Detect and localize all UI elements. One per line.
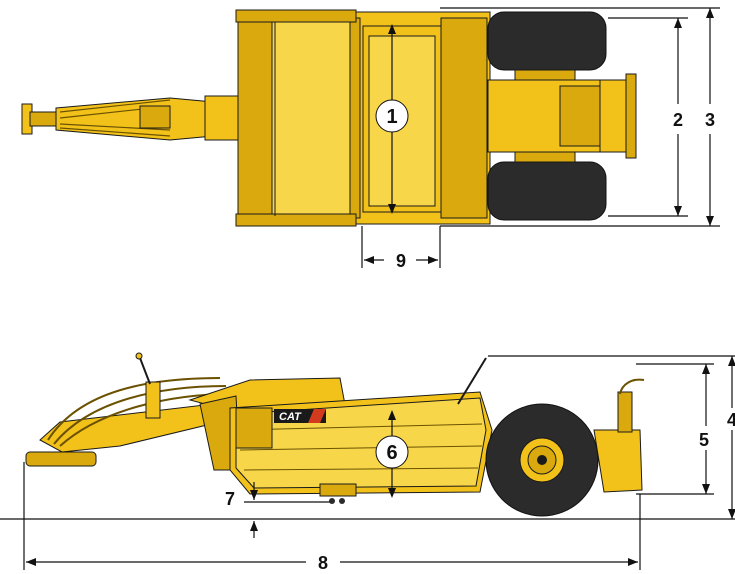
dimension-8: 8: [23, 462, 641, 573]
dimension-8-label: 8: [318, 553, 328, 573]
dimension-2-label: 2: [673, 110, 683, 130]
dimension-4-label: 4: [727, 410, 735, 430]
cat-logo: CAT: [279, 411, 302, 423]
dimension-4: 4: [488, 355, 735, 519]
side-view: CAT 6: [0, 352, 735, 573]
dimension-7: 7: [225, 482, 330, 538]
top-view-rear-frame: [487, 73, 637, 159]
callout-1: 1: [375, 24, 409, 214]
dimension-9: 9: [361, 226, 441, 271]
callout-6: 6: [375, 410, 409, 498]
dimension-5: 5: [636, 363, 714, 495]
dimension-7-label: 7: [225, 489, 235, 509]
side-view-rear-frame: [593, 378, 645, 493]
dimension-9-label: 9: [396, 251, 406, 271]
callout-6-label: 6: [386, 442, 397, 464]
dimension-3: 3: [440, 7, 720, 227]
dimension-2: 2: [608, 17, 688, 217]
side-view-bowl: CAT: [229, 357, 493, 504]
dimension-5-label: 5: [699, 430, 709, 450]
side-view-rear-tire: [485, 403, 599, 517]
callout-1-label: 1: [386, 106, 397, 128]
top-view-bowl: [235, 9, 491, 227]
top-view-hitch: [21, 95, 276, 141]
dimension-3-label: 3: [705, 110, 715, 130]
top-view: 1 2 3 9: [21, 7, 720, 271]
